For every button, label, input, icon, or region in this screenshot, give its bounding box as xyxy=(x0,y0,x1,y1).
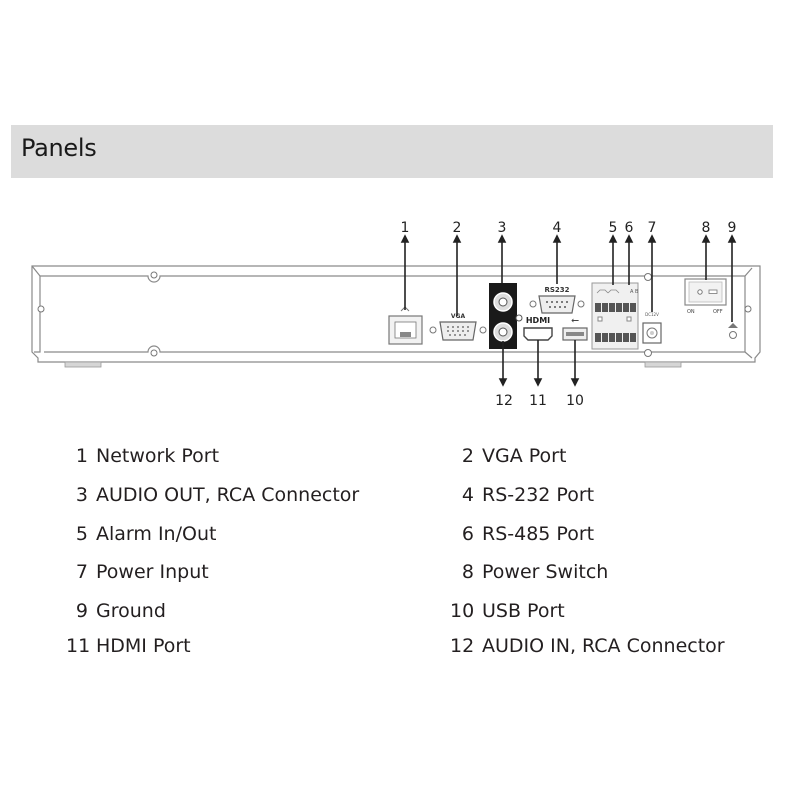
callout-1: 1 xyxy=(401,220,410,236)
svg-text:ON: ON xyxy=(687,309,695,315)
svg-text:A B: A B xyxy=(630,289,639,295)
screw-icon xyxy=(37,305,45,313)
network-port-icon xyxy=(388,306,423,345)
audio-rca-block-icon xyxy=(489,283,523,349)
screw-icon xyxy=(744,305,752,313)
svg-text:DC12V: DC12V xyxy=(645,312,659,317)
hdmi-port-icon: HDMI xyxy=(523,316,553,341)
vga-port-icon: VGA xyxy=(429,313,487,341)
rs232-port-icon: RS232 xyxy=(529,286,585,314)
callout-6: 6 xyxy=(625,220,634,236)
callout-8: 8 xyxy=(702,220,711,236)
rear-panel-diagram: VGA RS232 xyxy=(0,200,800,420)
usb-port-icon: ⭠ xyxy=(562,315,588,341)
svg-text:⭠: ⭠ xyxy=(571,315,579,326)
screw-icon xyxy=(150,271,158,279)
power-switch-icon: ON OFF xyxy=(684,278,727,315)
screw-icon xyxy=(644,349,652,357)
callout-lines-bottom xyxy=(498,340,580,387)
svg-text:HDMI: HDMI xyxy=(526,316,550,325)
section-header: Panels xyxy=(11,125,773,178)
foot-right xyxy=(644,361,682,368)
rear-panel-illustration: VGA RS232 xyxy=(31,220,761,409)
callout-4: 4 xyxy=(553,220,562,236)
section-title: Panels xyxy=(21,134,97,162)
callout-lines-top xyxy=(400,234,737,322)
screw-icon xyxy=(150,349,158,357)
callout-9: 9 xyxy=(728,220,737,236)
power-input-icon: DC12V xyxy=(642,312,662,344)
ground-terminal-icon xyxy=(728,323,738,339)
callout-7: 7 xyxy=(648,220,657,236)
callout-5: 5 xyxy=(609,220,618,236)
chassis xyxy=(31,265,761,363)
callout-2: 2 xyxy=(453,220,462,236)
svg-text:RS232: RS232 xyxy=(544,286,569,294)
alarm-rs485-terminal-icon: A B xyxy=(591,282,639,350)
callout-10: 10 xyxy=(566,393,584,409)
callout-11: 11 xyxy=(529,393,547,409)
screw-icon xyxy=(644,273,652,281)
callout-3: 3 xyxy=(498,220,507,236)
svg-text:OFF: OFF xyxy=(713,309,723,315)
foot-left xyxy=(64,361,102,368)
callout-12: 12 xyxy=(495,393,513,409)
svg-text:VGA: VGA xyxy=(451,313,466,320)
